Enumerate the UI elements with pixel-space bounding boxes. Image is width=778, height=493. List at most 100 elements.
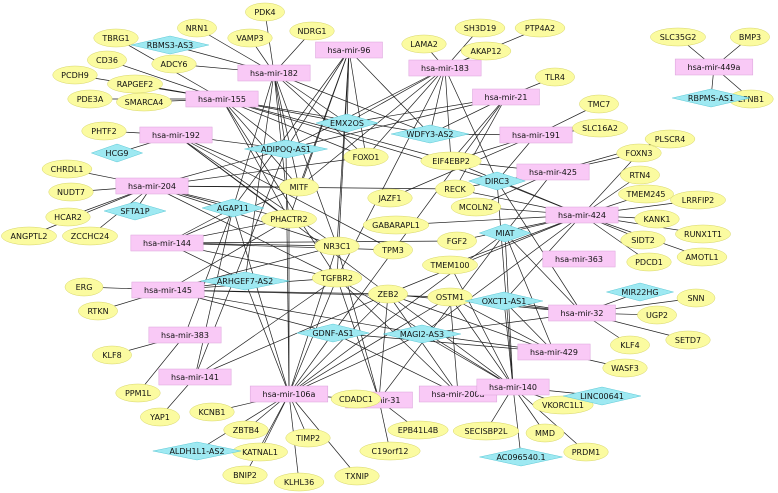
node-ugp2[interactable]: UGP2 — [637, 305, 677, 325]
node-lama2[interactable]: LAMA2 — [401, 34, 447, 54]
node-tbrg1[interactable]: TBRG1 — [93, 28, 139, 48]
node-chrdl1[interactable]: CHRDL1 — [41, 159, 93, 179]
node-txnip[interactable]: TXNIP — [334, 466, 380, 486]
node-epb41l4b[interactable]: EPB41L4B — [387, 420, 449, 440]
node-runx1t1[interactable]: RUNX1T1 — [675, 224, 731, 244]
node-pde3a[interactable]: PDE3A — [67, 89, 113, 109]
node-lrrfip2[interactable]: LRRFIP2 — [670, 190, 726, 210]
node-phtf2[interactable]: PHTF2 — [81, 121, 127, 141]
node-plscr4[interactable]: PLSCR4 — [644, 129, 696, 149]
node-wasf3[interactable]: WASF3 — [602, 358, 648, 378]
node-hsa-mir-144[interactable]: hsa-mir-144 — [130, 234, 204, 252]
node-vkorc1l1[interactable]: VKORC1L1 — [532, 395, 594, 415]
node-tlr4[interactable]: TLR4 — [535, 67, 575, 87]
node-linc00641[interactable]: LINC00641 — [563, 386, 641, 406]
node-mitf[interactable]: MITF — [279, 177, 319, 197]
node-hsa-mir-363[interactable]: hsa-mir-363 — [542, 250, 616, 268]
node-sh3d19[interactable]: SH3D19 — [454, 18, 506, 38]
node-magi2-as3[interactable]: MAGI2-AS3 — [383, 324, 461, 344]
node-ac096540-1[interactable]: AC096540.1 — [479, 447, 563, 467]
node-fgf2[interactable]: FGF2 — [437, 231, 477, 251]
node-hsa-mir-145[interactable]: hsa-mir-145 — [131, 281, 205, 299]
node-tmem100[interactable]: TMEM100 — [422, 255, 478, 275]
node-gdnf-as1[interactable]: GDNF-AS1 — [296, 323, 370, 343]
node-cdadc1[interactable]: CDADC1 — [330, 389, 382, 409]
node-tpm3[interactable]: TPM3 — [373, 240, 413, 260]
node-rtn4[interactable]: RTN4 — [620, 165, 660, 185]
node-nrn1[interactable]: NRN1 — [177, 18, 217, 38]
node-mmd[interactable]: MMD — [525, 423, 565, 443]
node-smarca4[interactable]: SMARCA4 — [116, 92, 172, 112]
node-rbpms-as1[interactable]: RBPMS-AS1 — [672, 88, 750, 108]
node-tgfbr2[interactable]: TGFBR2 — [311, 268, 363, 288]
node-gabarapl1[interactable]: GABARAPL1 — [362, 215, 430, 235]
node-eif4ebp2[interactable]: EIF4EBP2 — [420, 151, 482, 171]
node-katnal1[interactable]: KATNAL1 — [232, 442, 288, 462]
node-adcy6[interactable]: ADCY6 — [151, 54, 197, 74]
node-vamp3[interactable]: VAMP3 — [227, 28, 273, 48]
node-hsa-mir-424[interactable]: hsa-mir-424 — [545, 206, 619, 224]
node-agap11[interactable]: AGAP11 — [201, 198, 265, 218]
node-hsa-mir-191[interactable]: hsa-mir-191 — [499, 126, 573, 144]
node-wdfy3-as2[interactable]: WDFY3-AS2 — [391, 124, 469, 144]
node-dirc3[interactable]: DIRC3 — [467, 171, 527, 191]
node-hsa-mir-32[interactable]: hsa-mir-32 — [548, 304, 616, 322]
node-timp2[interactable]: TIMP2 — [285, 428, 331, 448]
node-zbtb4[interactable]: ZBTB4 — [223, 420, 269, 440]
node-cd36[interactable]: CD36 — [87, 50, 127, 70]
node-hsa-mir-383[interactable]: hsa-mir-383 — [148, 326, 222, 344]
node-rbms3-as3[interactable]: RBMS3-AS3 — [131, 35, 209, 55]
node-hsa-mir-449a[interactable]: hsa-mir-449a — [674, 58, 754, 76]
node-tmem245[interactable]: TMEM245 — [618, 184, 674, 204]
node-aldh1l1-as2[interactable]: ALDH1L1-AS2 — [152, 441, 242, 461]
node-bmp3[interactable]: BMP3 — [730, 27, 770, 47]
node-erg[interactable]: ERG — [64, 277, 104, 297]
node-hsa-mir-140[interactable]: hsa-mir-140 — [476, 378, 550, 396]
node-miat[interactable]: MIAT — [478, 223, 532, 243]
node-hsa-mir-192[interactable]: hsa-mir-192 — [139, 126, 213, 144]
node-hcar2[interactable]: HCAR2 — [45, 207, 91, 227]
node-slc16a2[interactable]: SLC16A2 — [572, 118, 628, 138]
node-foxn3[interactable]: FOXN3 — [616, 143, 662, 163]
node-klhl36[interactable]: KLHL36 — [273, 472, 325, 492]
node-setd7[interactable]: SETD7 — [665, 330, 711, 350]
node-phactr2[interactable]: PHACTR2 — [261, 209, 317, 229]
node-c19orf12[interactable]: C19orf12 — [359, 441, 421, 461]
node-hsa-mir-425[interactable]: hsa-mir-425 — [516, 163, 590, 181]
node-kcnb1[interactable]: KCNB1 — [189, 402, 235, 422]
node-klf4[interactable]: KLF4 — [610, 335, 650, 355]
node-ndrg1[interactable]: NDRG1 — [289, 21, 335, 41]
node-hsa-mir-429[interactable]: hsa-mir-429 — [517, 343, 591, 361]
node-snn[interactable]: SNN — [676, 288, 716, 308]
node-ptp4a2[interactable]: PTP4A2 — [514, 18, 566, 38]
node-nr3c1[interactable]: NR3C1 — [314, 236, 360, 256]
node-hcg9[interactable]: HCG9 — [90, 143, 144, 163]
node-akap12[interactable]: AKAP12 — [460, 41, 512, 61]
node-mcoln2[interactable]: MCOLN2 — [450, 197, 502, 217]
node-prdm1[interactable]: PRDM1 — [563, 442, 609, 462]
node-hsa-mir-182[interactable]: hsa-mir-182 — [237, 64, 311, 82]
node-reck[interactable]: RECK — [435, 179, 475, 199]
node-jazf1[interactable]: JAZF1 — [367, 188, 413, 208]
node-tmc7[interactable]: TMC7 — [579, 94, 619, 114]
node-rapgef2[interactable]: RAPGEF2 — [107, 74, 163, 94]
node-rtkn[interactable]: RTKN — [78, 301, 118, 321]
node-adipoq-as1[interactable]: ADIPOQ-AS1 — [244, 139, 328, 159]
node-ppm1l[interactable]: PPM1L — [115, 383, 161, 403]
node-hsa-mir-155[interactable]: hsa-mir-155 — [185, 90, 259, 108]
node-zeb2[interactable]: ZEB2 — [368, 284, 408, 304]
node-yap1[interactable]: YAP1 — [140, 407, 180, 427]
node-arhgef7-as2[interactable]: ARHGEF7-AS2 — [200, 271, 290, 291]
node-pcdh9[interactable]: PCDH9 — [52, 65, 98, 85]
node-bnip2[interactable]: BNIP2 — [222, 465, 268, 485]
node-zcchc24[interactable]: ZCCHC24 — [62, 226, 118, 246]
node-kank1[interactable]: KANK1 — [634, 209, 680, 229]
node-secisbp2l[interactable]: SECISBP2L — [452, 421, 520, 441]
node-ostm1[interactable]: OSTM1 — [427, 287, 473, 307]
node-hsa-mir-96[interactable]: hsa-mir-96 — [315, 41, 383, 59]
node-hsa-mir-204[interactable]: hsa-mir-204 — [115, 177, 189, 195]
node-hsa-mir-106a[interactable]: hsa-mir-106a — [249, 385, 329, 403]
node-sidt2[interactable]: SIDT2 — [620, 230, 666, 250]
node-mir22hg[interactable]: MIR22HG — [605, 282, 675, 302]
node-emx2os[interactable]: EMX2OS — [315, 113, 379, 133]
